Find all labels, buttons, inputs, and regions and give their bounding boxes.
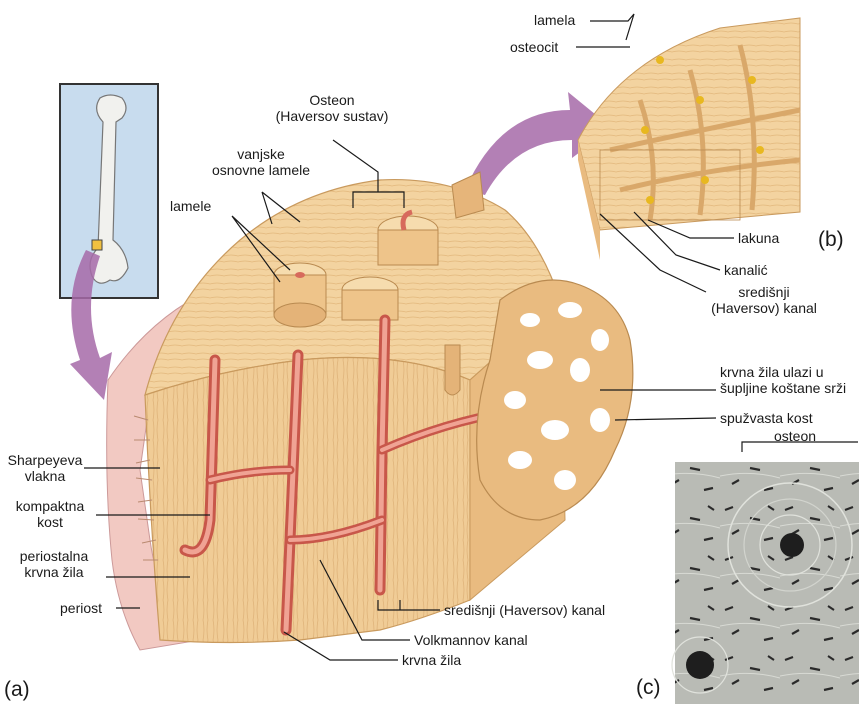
label-sredisnji-haversov-a: središnji (Haversov) kanal <box>444 602 605 618</box>
panel-label-b: (b) <box>818 228 844 252</box>
label-osteon-haversov: Osteon (Haversov sustav) <box>258 92 406 124</box>
label-lamele: lamele <box>170 198 211 214</box>
label-vanjske-osnovne-lamele: vanjske osnovne lamele <box>200 146 322 178</box>
label-periostalna-krvna-zila: periostalna krvna žila <box>8 548 100 580</box>
label-periost: periost <box>60 600 102 616</box>
label-periostalna-line2: krvna žila <box>8 564 100 580</box>
osteon-detail-b <box>578 18 800 260</box>
label-periostalna-line1: periostalna <box>8 548 100 564</box>
femur-inset <box>60 84 158 298</box>
label-sredisnji-haversov-b: središnji (Haversov) kanal <box>700 284 828 316</box>
label-osteon-c: osteon <box>774 428 816 444</box>
label-kanalic: kanalić <box>724 262 768 278</box>
label-osteocit: osteocit <box>510 39 558 55</box>
panel-label-c: (c) <box>636 676 661 700</box>
micrograph-c <box>672 462 859 704</box>
label-lakuna: lakuna <box>738 230 779 246</box>
label-sredisnji-b-line2: (Haversov) kanal <box>700 300 828 316</box>
spongy-bone <box>477 280 633 520</box>
label-krvna-zila: krvna žila <box>402 652 461 668</box>
bone-front-face <box>145 358 470 643</box>
label-osteon-line1: Osteon <box>258 92 406 108</box>
label-kompaktna-line1: kompaktna <box>8 498 92 514</box>
label-sharpey-line2: vlakna <box>4 468 86 484</box>
label-sharpeyeva-vlakna: Sharpeyeva vlakna <box>4 452 86 484</box>
label-krvna-zila-ulazi: krvna žila ulazi u šupljine koštane srži <box>720 364 846 396</box>
label-krvna-ulazi-line2: šupljine koštane srži <box>720 380 846 396</box>
label-sredisnji-b-line1: središnji <box>700 284 828 300</box>
label-vanjske-line1: vanjske <box>200 146 322 162</box>
label-lamela: lamela <box>534 12 575 28</box>
label-spuzvasta-kost: spužvasta kost <box>720 410 813 426</box>
label-sharpey-line1: Sharpeyeva <box>4 452 86 468</box>
panel-label-a: (a) <box>4 678 30 702</box>
label-osteon-line2: (Haversov sustav) <box>258 108 406 124</box>
label-kompaktna-line2: kost <box>8 514 92 530</box>
label-kompaktna-kost: kompaktna kost <box>8 498 92 530</box>
label-vanjske-line2: osnovne lamele <box>200 162 322 178</box>
label-krvna-ulazi-line1: krvna žila ulazi u <box>720 364 846 380</box>
label-volkmannov-kanal: Volkmannov kanal <box>414 632 528 648</box>
